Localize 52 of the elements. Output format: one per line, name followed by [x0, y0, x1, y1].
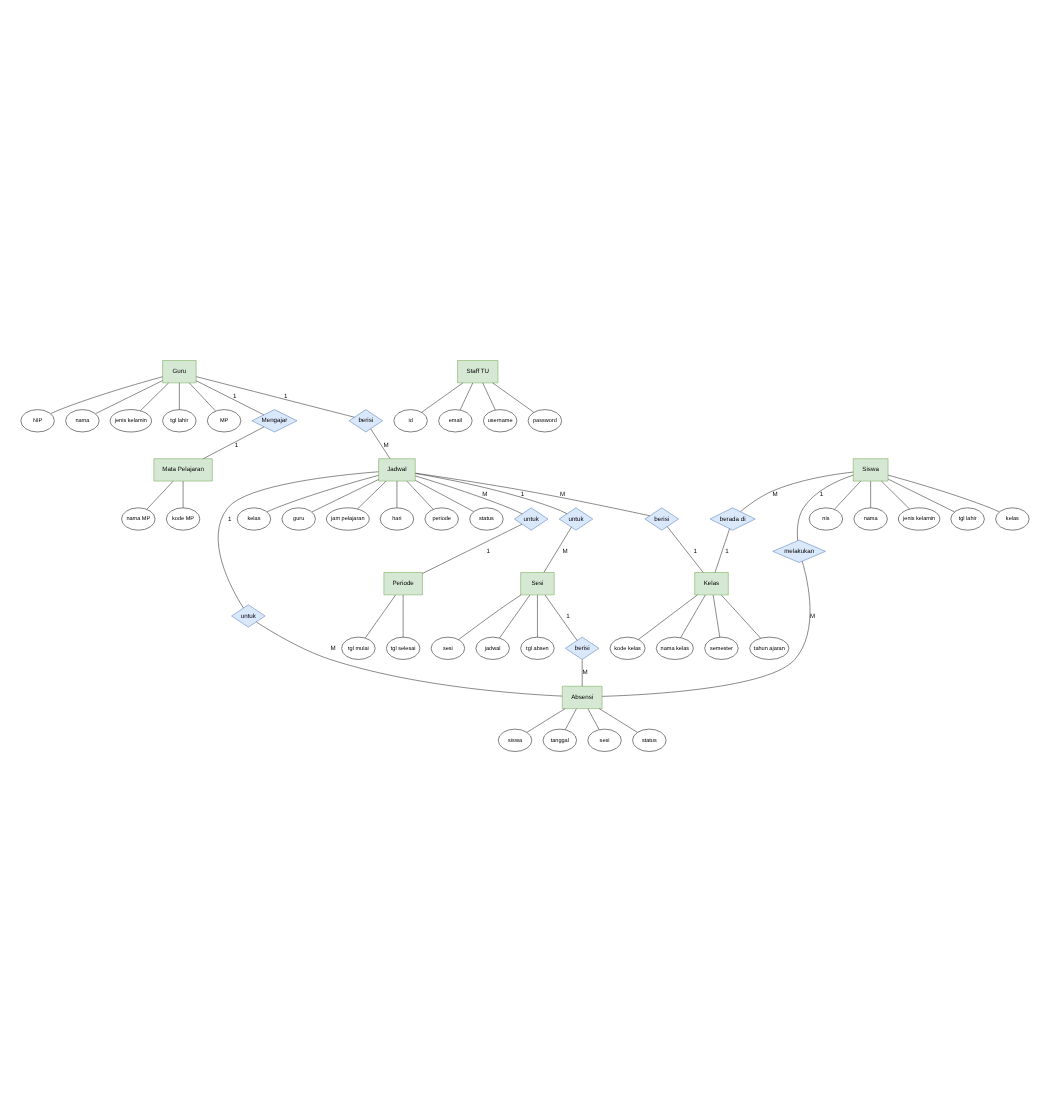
connector	[665, 526, 703, 573]
connector	[598, 708, 637, 733]
connector	[491, 382, 534, 413]
connector	[600, 560, 810, 697]
connector	[145, 480, 173, 510]
connector	[414, 480, 473, 512]
connector	[265, 475, 378, 513]
connector	[401, 594, 403, 638]
connector	[414, 473, 567, 514]
connector	[543, 594, 577, 641]
connector	[713, 528, 729, 573]
connector	[796, 474, 853, 541]
connector	[194, 380, 264, 416]
connector	[542, 526, 571, 573]
connector	[356, 480, 386, 510]
connector	[94, 380, 162, 414]
connector	[886, 478, 954, 513]
connector	[564, 708, 576, 730]
connector	[739, 471, 853, 512]
connector	[586, 708, 599, 730]
connector	[457, 594, 521, 640]
connector	[369, 428, 390, 459]
connector	[216, 471, 378, 609]
connector	[536, 594, 537, 638]
connector	[255, 621, 562, 697]
connector	[202, 426, 264, 459]
connector	[886, 474, 999, 513]
connector	[458, 382, 473, 411]
connector	[421, 523, 522, 574]
connector	[405, 480, 433, 510]
connector	[720, 594, 760, 639]
connector	[364, 594, 395, 639]
connector	[414, 475, 522, 515]
connector	[498, 594, 530, 639]
connector	[833, 480, 860, 510]
connector	[181, 480, 183, 509]
connector	[188, 382, 215, 412]
connector	[178, 382, 179, 410]
connector	[420, 382, 463, 413]
connector	[395, 480, 397, 509]
connector	[139, 382, 168, 411]
connector	[679, 594, 705, 638]
connector	[525, 708, 565, 733]
connector	[869, 480, 870, 509]
connector	[880, 480, 909, 510]
connector	[711, 594, 720, 638]
connector	[49, 376, 162, 414]
connector	[194, 376, 354, 418]
connector	[414, 472, 649, 517]
connector	[481, 382, 495, 411]
connector	[310, 479, 378, 513]
connector	[637, 594, 697, 640]
